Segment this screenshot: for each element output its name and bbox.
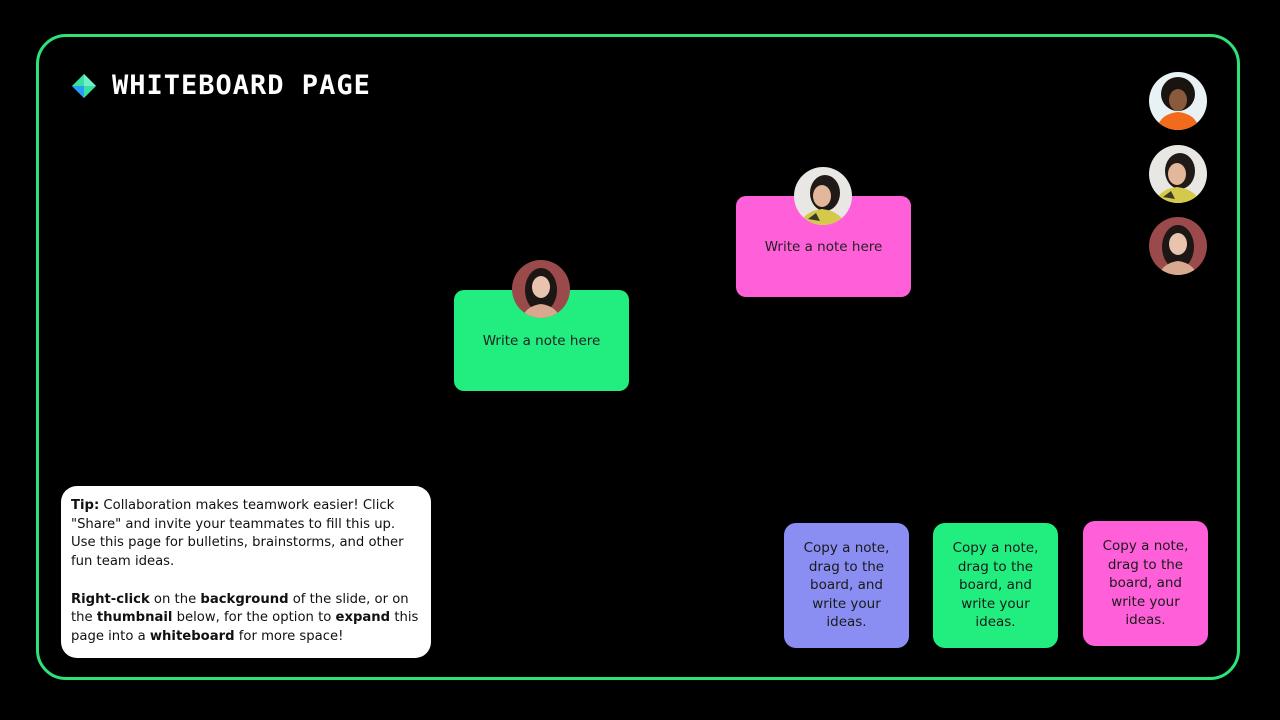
note-text[interactable]: Write a note here — [482, 332, 601, 349]
tip-text: on the — [149, 591, 201, 607]
card-text: Copy a note, drag to the board, and writ… — [1102, 538, 1189, 629]
person-avatar-icon — [1149, 145, 1207, 203]
person-avatar-icon — [1149, 72, 1207, 130]
avatar-curly-hair[interactable] — [1149, 72, 1207, 130]
note-text[interactable]: Write a note here — [764, 238, 883, 255]
person-avatar-icon — [794, 167, 852, 225]
person-avatar-icon — [512, 260, 570, 318]
tip-paragraph-1: Tip: Collaboration makes teamwork easier… — [71, 497, 421, 572]
note-author-avatar — [794, 167, 852, 225]
note-author-avatar — [512, 260, 570, 318]
avatar-woman-braids[interactable] — [1149, 145, 1207, 203]
tip-paragraph-2: Right-click on the background of the sli… — [71, 591, 421, 647]
template-note-green[interactable]: Copy a note, drag to the board, and writ… — [933, 523, 1058, 648]
page-title: Whiteboard Page — [112, 70, 371, 101]
tip-text: for more space! — [234, 628, 344, 644]
tip-bold: whiteboard — [149, 628, 235, 644]
tip-bold: expand — [335, 610, 391, 626]
whiteboard-frame — [36, 34, 1240, 680]
diamond-icon — [72, 73, 96, 98]
card-text: Copy a note, drag to the board, and writ… — [803, 540, 890, 631]
avatar-woman-long-hair[interactable] — [1149, 217, 1207, 275]
person-avatar-icon — [1149, 217, 1207, 275]
tip-bold: Right-click — [71, 591, 150, 607]
tip-bold: background — [200, 591, 289, 607]
tip-text: this page into a — [71, 610, 419, 644]
template-note-pink[interactable]: Copy a note, drag to the board, and writ… — [1083, 521, 1208, 646]
tip-text: below, for the option to — [172, 610, 336, 626]
tip-label: Tip: — [71, 498, 100, 513]
page-header: Whiteboard Page — [70, 70, 371, 101]
tip-text: of the slide, or on the — [71, 591, 409, 626]
template-note-purple[interactable]: Copy a note, drag to the board, and writ… — [784, 523, 909, 648]
card-text: Copy a note, drag to the board, and writ… — [952, 540, 1039, 631]
tip-bold: thumbnail — [96, 610, 173, 626]
tip-text: Collaboration makes teamwork easier! Cli… — [71, 498, 404, 570]
tip-box: Tip: Collaboration makes teamwork easier… — [61, 486, 431, 658]
